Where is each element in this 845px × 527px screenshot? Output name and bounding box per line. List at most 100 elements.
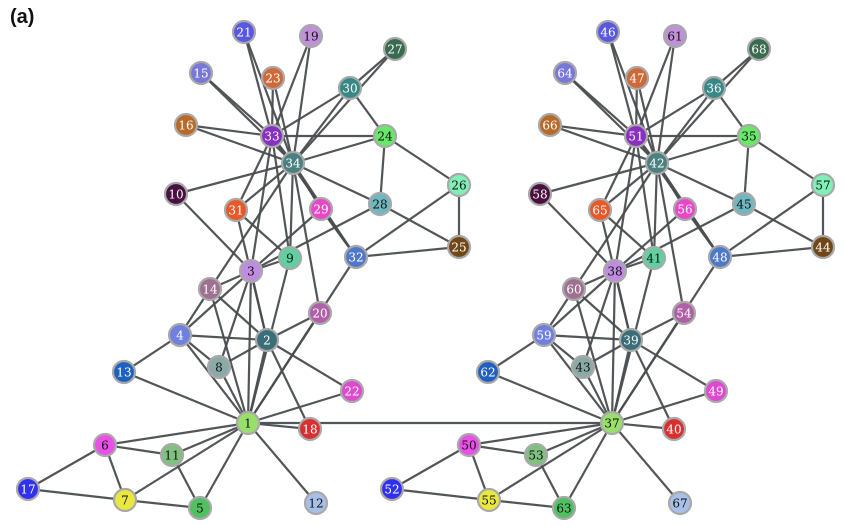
- node-23[interactable]: 23: [260, 65, 286, 91]
- node-3[interactable]: 3: [238, 258, 264, 284]
- node-label: 37: [604, 417, 619, 431]
- node-circle: [475, 359, 501, 385]
- node-19[interactable]: 19: [298, 23, 324, 49]
- node-62[interactable]: 62: [475, 359, 501, 385]
- node-51[interactable]: 51: [623, 123, 649, 149]
- node-label: 16: [178, 119, 193, 133]
- node-42[interactable]: 42: [644, 150, 670, 176]
- node-41[interactable]: 41: [641, 245, 667, 271]
- node-14[interactable]: 14: [197, 276, 223, 302]
- node-20[interactable]: 20: [307, 300, 333, 326]
- node-12[interactable]: 12: [303, 490, 329, 516]
- node-25[interactable]: 25: [446, 234, 472, 260]
- edge: [614, 203, 745, 272]
- node-16[interactable]: 16: [173, 112, 199, 138]
- node-circle: [456, 432, 482, 458]
- node-54[interactable]: 54: [671, 300, 697, 326]
- node-circle: [297, 416, 323, 442]
- node-22[interactable]: 22: [339, 378, 365, 404]
- node-66[interactable]: 66: [537, 112, 563, 138]
- node-63[interactable]: 63: [551, 495, 577, 521]
- node-33[interactable]: 33: [259, 123, 285, 149]
- node-17[interactable]: 17: [15, 476, 41, 502]
- edge: [599, 162, 658, 211]
- node-43[interactable]: 43: [570, 354, 596, 380]
- node-label: 50: [461, 439, 476, 453]
- node-label: 57: [815, 179, 830, 193]
- node-32[interactable]: 32: [343, 244, 369, 270]
- node-46[interactable]: 46: [595, 19, 621, 45]
- node-59[interactable]: 59: [531, 322, 557, 348]
- edge: [185, 123, 273, 138]
- edge: [719, 184, 824, 258]
- node-2[interactable]: 2: [254, 327, 280, 353]
- node-11[interactable]: 11: [159, 442, 185, 468]
- node-21[interactable]: 21: [231, 19, 257, 45]
- node-31[interactable]: 31: [223, 197, 249, 223]
- edge: [291, 35, 313, 164]
- node-39[interactable]: 39: [618, 327, 644, 353]
- node-circle: [163, 181, 189, 207]
- node-circle: [703, 378, 729, 404]
- edge: [563, 422, 613, 509]
- node-9[interactable]: 9: [277, 245, 303, 271]
- node-34[interactable]: 34: [280, 150, 306, 176]
- edge: [535, 421, 613, 457]
- node-13[interactable]: 13: [111, 359, 137, 385]
- node-1[interactable]: 1: [235, 410, 261, 436]
- node-48[interactable]: 48: [707, 244, 733, 270]
- node-37[interactable]: 37: [599, 410, 625, 436]
- node-55[interactable]: 55: [476, 487, 502, 513]
- node-26[interactable]: 26: [446, 172, 472, 198]
- node-8[interactable]: 8: [206, 354, 232, 380]
- node-label: 3: [247, 265, 255, 279]
- edge: [209, 288, 268, 341]
- node-61[interactable]: 61: [662, 23, 688, 49]
- edge: [656, 134, 750, 165]
- node-circle: [159, 442, 185, 468]
- node-64[interactable]: 64: [552, 60, 578, 86]
- node-50[interactable]: 50: [456, 432, 482, 458]
- node-45[interactable]: 45: [731, 191, 757, 217]
- edge: [613, 135, 638, 272]
- node-18[interactable]: 18: [297, 416, 323, 442]
- node-6[interactable]: 6: [92, 432, 118, 458]
- edge: [250, 208, 322, 272]
- node-circle: [476, 487, 502, 513]
- node-15[interactable]: 15: [188, 60, 214, 86]
- node-60[interactable]: 60: [561, 276, 587, 302]
- node-36[interactable]: 36: [701, 75, 727, 101]
- node-58[interactable]: 58: [527, 181, 553, 207]
- node-65[interactable]: 65: [587, 197, 613, 223]
- edge: [104, 421, 249, 447]
- node-49[interactable]: 49: [703, 378, 729, 404]
- node-35[interactable]: 35: [736, 123, 762, 149]
- node-7[interactable]: 7: [112, 487, 138, 513]
- node-30[interactable]: 30: [337, 75, 363, 101]
- node-67[interactable]: 67: [667, 490, 693, 516]
- node-label: 21: [236, 26, 251, 40]
- node-57[interactable]: 57: [810, 172, 836, 198]
- node-44[interactable]: 44: [810, 234, 836, 260]
- node-circle: [667, 490, 693, 516]
- edge: [175, 161, 294, 196]
- node-10[interactable]: 10: [163, 181, 189, 207]
- node-circle: [277, 245, 303, 271]
- node-40[interactable]: 40: [661, 416, 687, 442]
- edges-layer: [27, 31, 825, 510]
- node-47[interactable]: 47: [624, 65, 650, 91]
- node-38[interactable]: 38: [602, 258, 628, 284]
- node-52[interactable]: 52: [379, 476, 405, 502]
- node-56[interactable]: 56: [672, 196, 698, 222]
- node-27[interactable]: 27: [382, 36, 408, 62]
- node-29[interactable]: 29: [308, 196, 334, 222]
- node-53[interactable]: 53: [523, 442, 549, 468]
- node-circle: [303, 490, 329, 516]
- node-24[interactable]: 24: [372, 123, 398, 149]
- node-5[interactable]: 5: [187, 495, 213, 521]
- node-circle: [552, 60, 578, 86]
- node-circle: [173, 112, 199, 138]
- node-68[interactable]: 68: [746, 36, 772, 62]
- node-28[interactable]: 28: [367, 191, 393, 217]
- node-4[interactable]: 4: [167, 322, 193, 348]
